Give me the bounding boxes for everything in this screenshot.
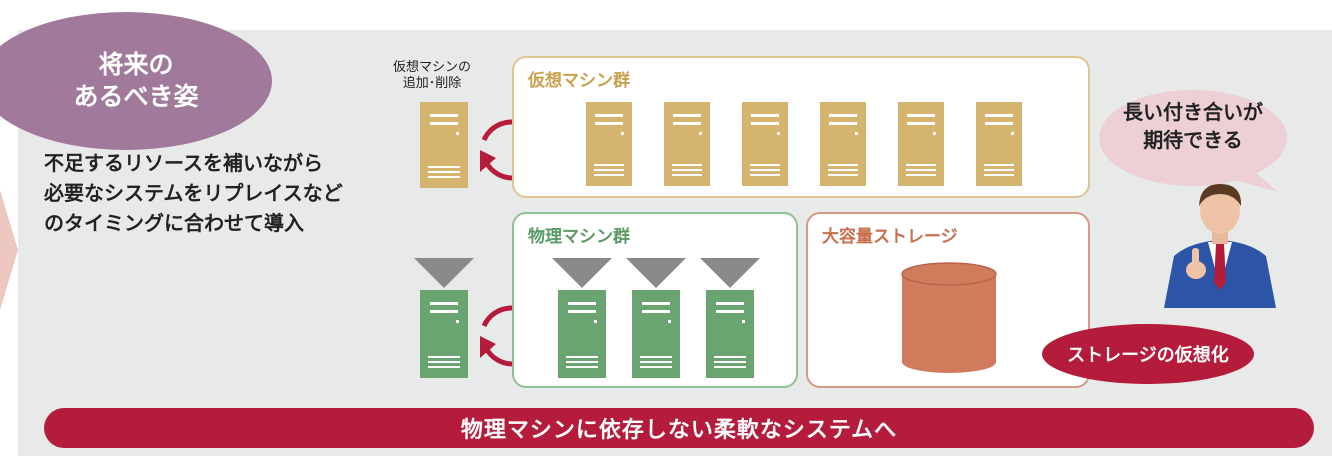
virtual-server-icon	[742, 102, 788, 186]
virtual-server-icon	[898, 102, 944, 186]
funnel-icon	[626, 258, 686, 288]
funnel-icon	[414, 258, 474, 288]
physical-server-icon	[632, 290, 680, 378]
physical-server-icon	[558, 290, 606, 378]
speech-bubble-text: 長い付き合いが 期待できる	[1123, 100, 1263, 152]
storage-cylinder-icon	[901, 262, 997, 373]
add-remove-label: 仮想マシンの 追加･削除	[392, 60, 471, 91]
virtual-group-title: 仮想マシン群	[528, 71, 630, 91]
virtual-server-icon	[820, 102, 866, 186]
businessman-icon	[1164, 184, 1276, 308]
arrow-right-icon	[0, 190, 18, 310]
speech-bubble-icon	[1099, 90, 1287, 192]
virtual-server-icon	[976, 102, 1022, 186]
physical-server-icon	[420, 290, 468, 378]
physical-group-title: 物理マシン群	[528, 227, 630, 247]
bottom-banner: 物理マシンに依存しない柔軟なシステムへ	[44, 408, 1314, 448]
funnel-icon	[552, 258, 612, 288]
virtual-server-icon	[420, 102, 468, 188]
page-title: 将来の あるべき姿	[73, 50, 199, 111]
storage-group-title: 大容量ストレージ	[822, 227, 958, 247]
virtual-server-icon	[586, 102, 632, 186]
description-text: 不足するリソースを補いながら 必要なシステムをリプレイスなど のタイミングに合わ…	[44, 151, 343, 235]
physical-server-icon	[706, 290, 754, 378]
storage-virtualization-badge: ストレージの仮想化	[1042, 324, 1254, 384]
title-ellipse: 将来の あるべき姿	[0, 12, 272, 150]
funnel-icon	[700, 258, 760, 288]
virtual-server-icon	[664, 102, 710, 186]
